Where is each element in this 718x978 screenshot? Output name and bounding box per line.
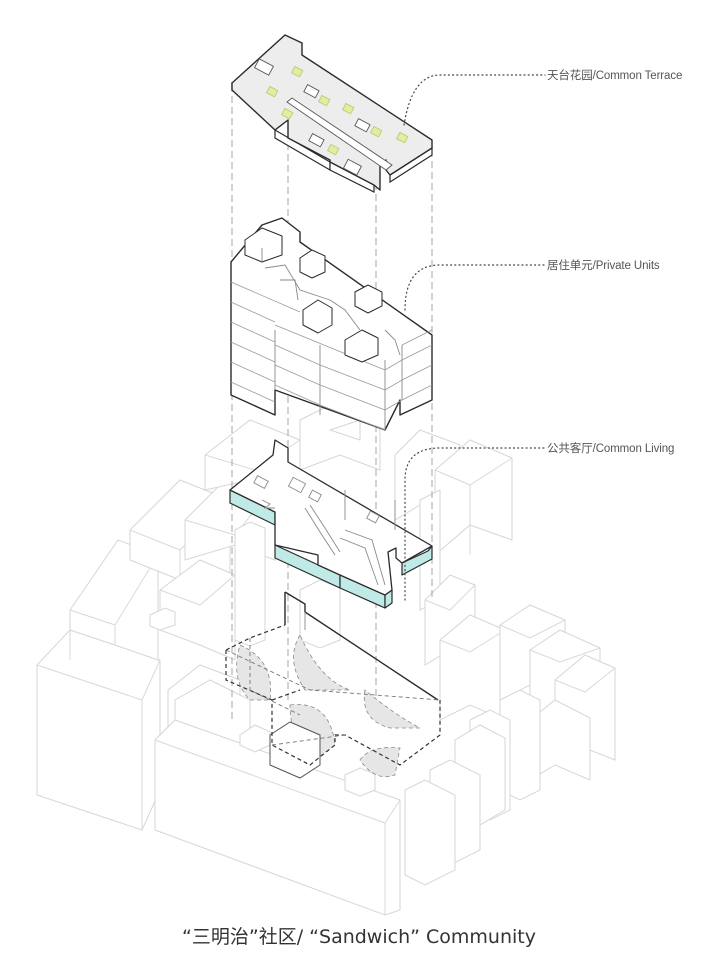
common-living-layer bbox=[229, 439, 433, 609]
label-common-terrace: 天台花园/Common Terrace bbox=[547, 70, 683, 82]
private-units-layer bbox=[230, 217, 433, 431]
context-buildings bbox=[36, 399, 616, 916]
leader-lines bbox=[403, 74, 546, 601]
terrace-planter-pads bbox=[266, 65, 409, 156]
label-private-units: 居住单元/Private Units bbox=[547, 260, 660, 272]
caption-text: “三明治”社区/ “Sandwich” Community bbox=[182, 926, 536, 948]
base-layer bbox=[225, 591, 441, 779]
common-terrace-layer bbox=[231, 34, 433, 193]
label-common-living: 公共客厅/Common Living bbox=[547, 443, 675, 455]
diagram-caption: “三明治”社区/ “Sandwich” Community bbox=[0, 922, 718, 949]
